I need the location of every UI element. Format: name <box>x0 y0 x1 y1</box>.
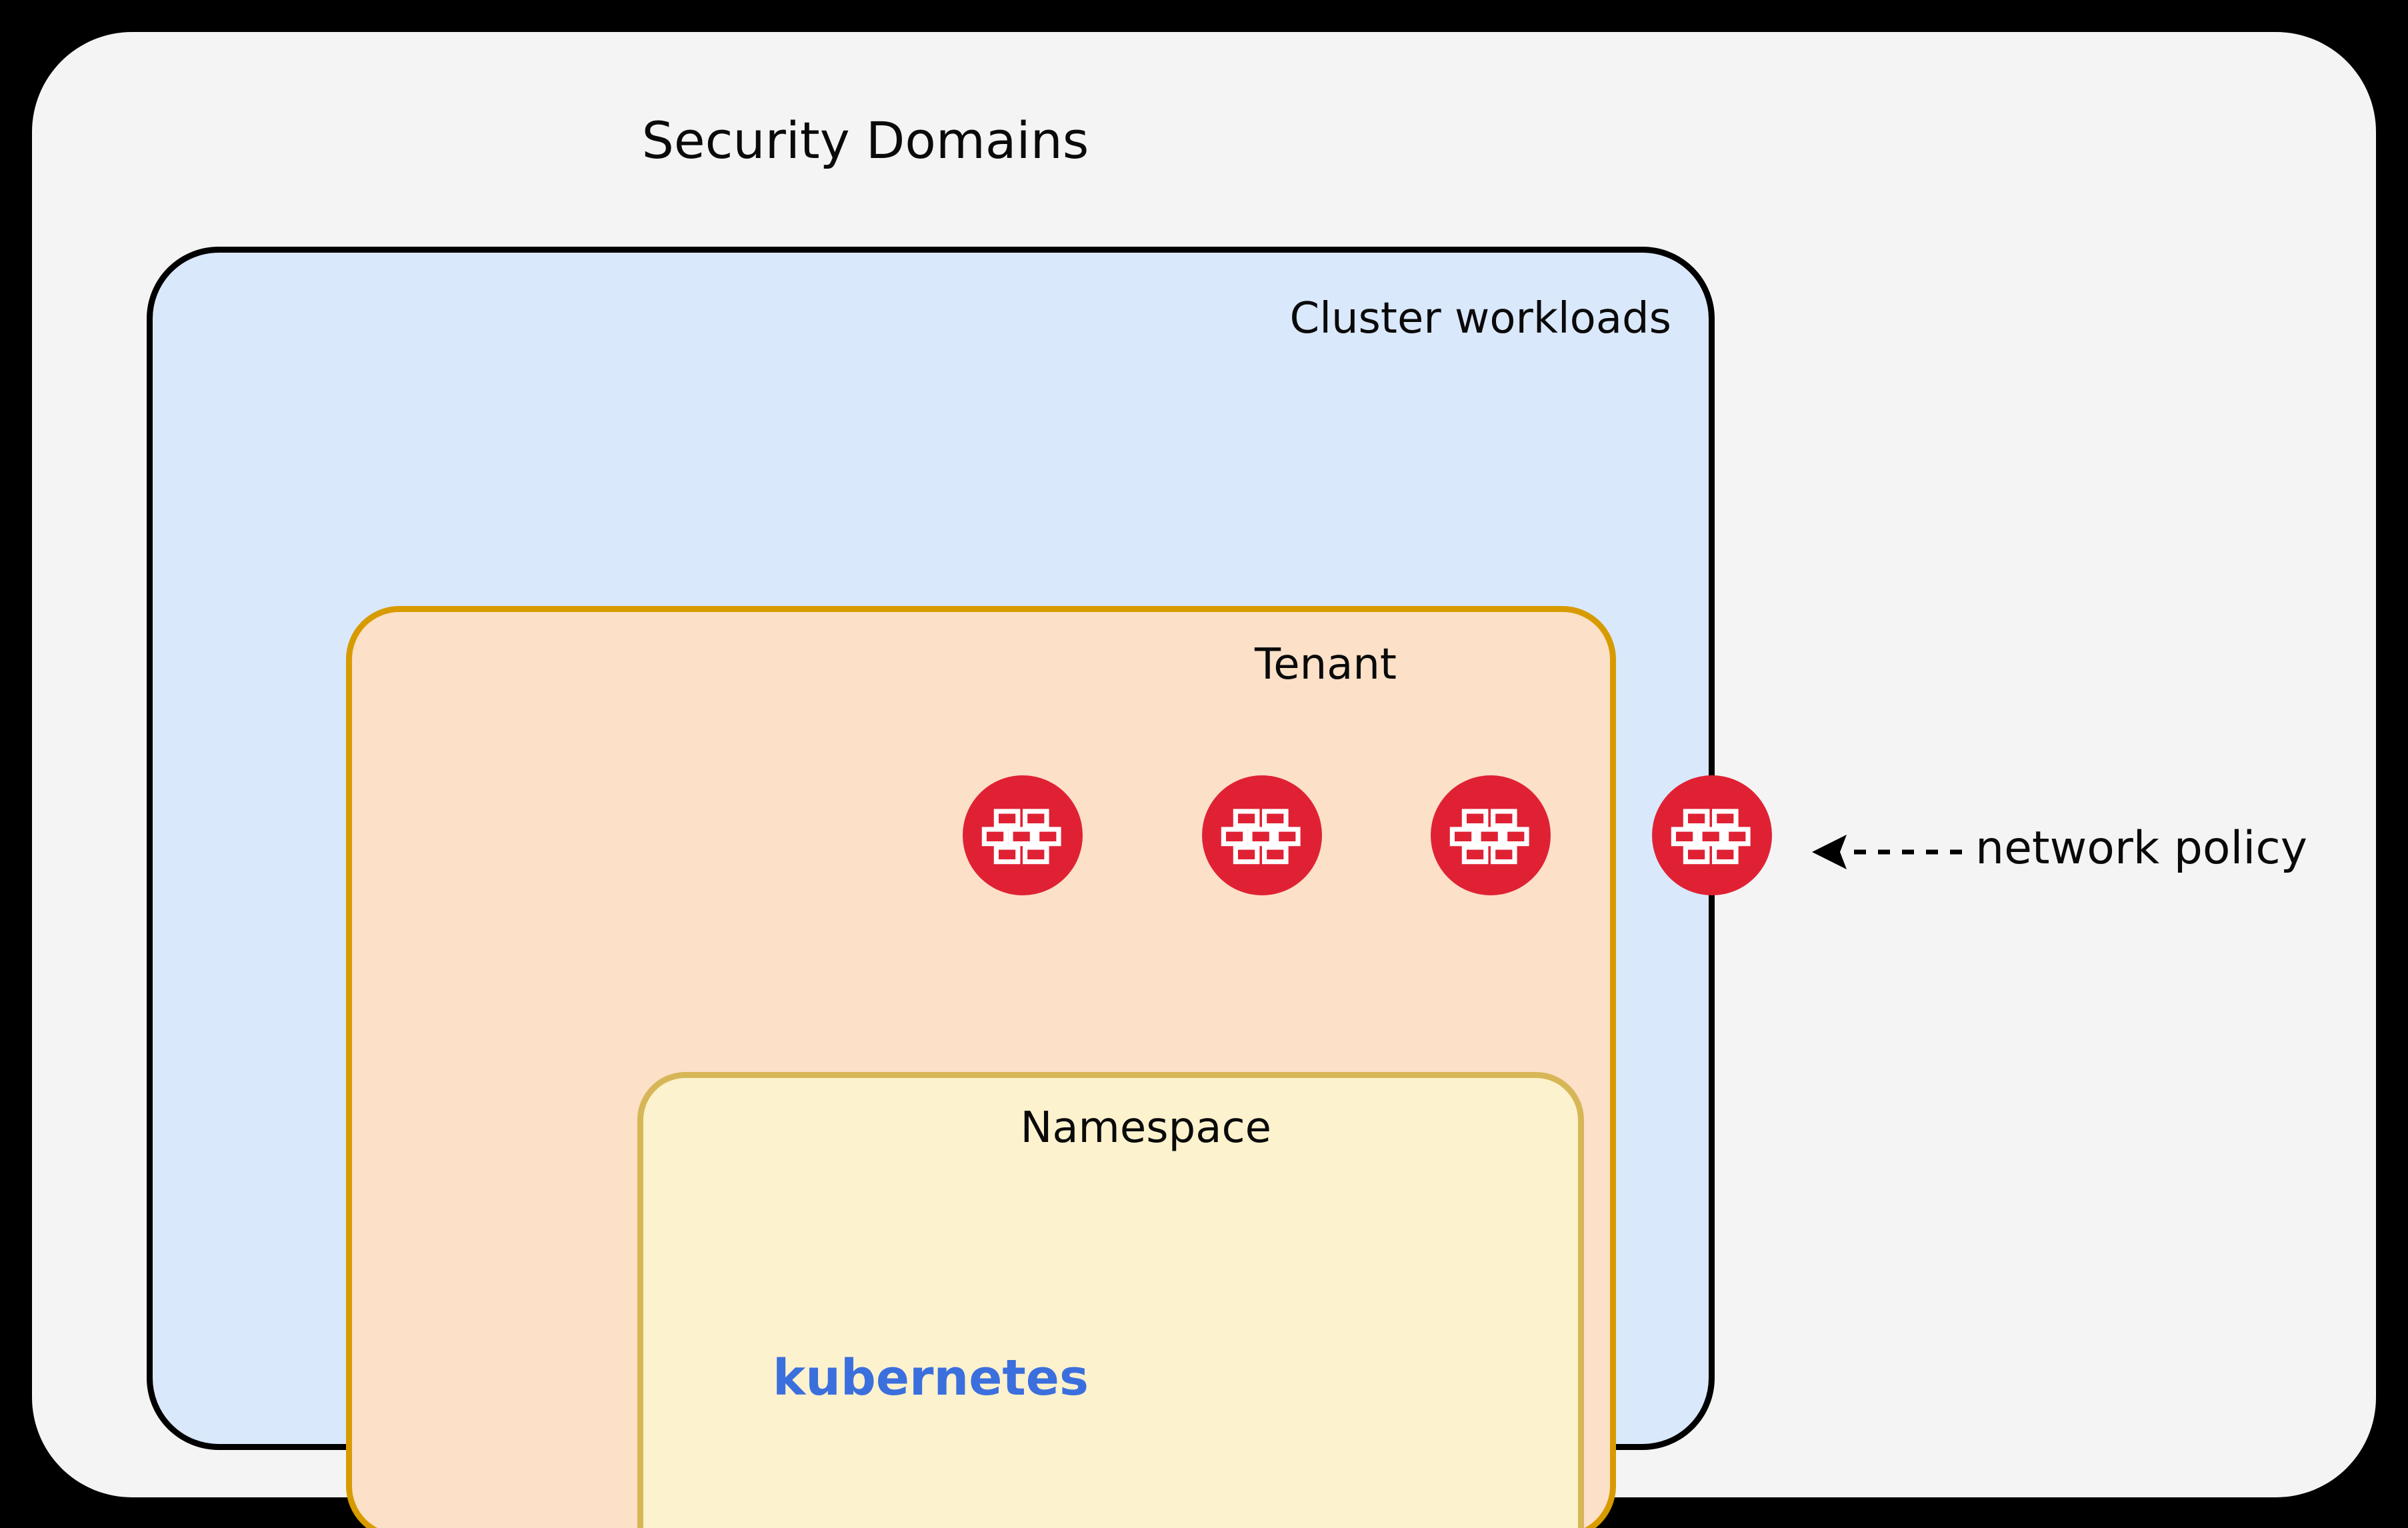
layer-namespace: Namespace Endpoint groups <box>637 1072 1584 1528</box>
firewall-icon-cluster[interactable] <box>1652 775 1772 895</box>
layer-label-tenant: Tenant <box>1254 640 1397 689</box>
kubernetes-wordmark: kubernetes <box>772 1349 1089 1407</box>
firewall-icon-tenant[interactable] <box>1431 775 1551 895</box>
page-title: Security Domains <box>641 111 1089 170</box>
layer-tenant: Tenant Namespace Endpoint groups <box>346 606 1616 1528</box>
network-policy-label: network policy <box>1975 822 2307 875</box>
firewall-icon-endpoint-groups[interactable] <box>963 775 1083 895</box>
firewall-icon-namespace[interactable] <box>1202 775 1322 895</box>
layer-label-cluster-workloads: Cluster workloads <box>1289 294 1672 343</box>
security-domains-panel: Security Domains Cluster workloads Tenan… <box>32 32 2376 1528</box>
network-policy-arrow-icon <box>1805 829 1972 875</box>
layer-label-namespace: Namespace <box>1020 1103 1271 1153</box>
